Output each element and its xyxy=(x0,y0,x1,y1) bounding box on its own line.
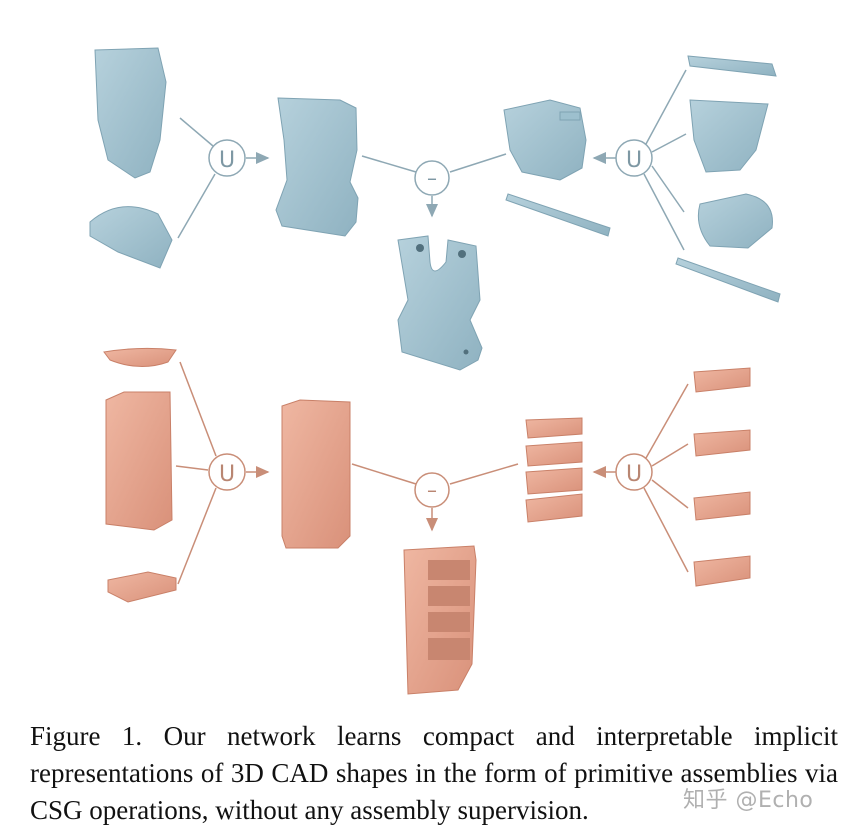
blue-final-shape xyxy=(397,235,483,371)
red-connector xyxy=(645,383,689,459)
figure-caption: Figure 1. Our network learns compact and… xyxy=(30,721,838,825)
blue-final-hole xyxy=(416,244,424,252)
blue-connector xyxy=(643,173,685,251)
red-connector xyxy=(175,465,209,471)
red-primitive-cap xyxy=(103,347,177,367)
blue-connector xyxy=(449,153,507,173)
blue-connector xyxy=(361,155,417,173)
union-symbol: U xyxy=(219,148,235,173)
blue-primitive-thin-bar xyxy=(687,55,777,77)
red-union-result-right xyxy=(525,417,583,523)
red-primitive-slab xyxy=(693,555,751,587)
red-connector xyxy=(179,361,217,457)
red-connector xyxy=(651,443,689,467)
red-final-bookshelf xyxy=(403,545,477,695)
red-primitive-tall-box xyxy=(105,391,173,531)
blue-union-node-right xyxy=(615,139,653,177)
blue-difference-node xyxy=(414,160,450,196)
red-primitive-base-slab xyxy=(107,571,177,603)
blue-primitive-rod-bottom xyxy=(675,257,781,303)
red-connector xyxy=(651,479,689,509)
blue-connector xyxy=(177,173,216,239)
blue-union-node-left xyxy=(208,139,246,177)
blue-connector xyxy=(651,133,687,153)
union-symbol: U xyxy=(626,462,642,487)
blue-primitive-wedge xyxy=(689,99,769,173)
watermark: 知乎 @Echo xyxy=(683,788,814,813)
red-union-result-left xyxy=(281,399,351,549)
blue-connector xyxy=(651,165,685,213)
union-symbol: U xyxy=(626,148,642,173)
red-primitive-slab xyxy=(693,429,751,457)
blue-primitive-tall-block xyxy=(94,47,167,179)
union-symbol: U xyxy=(219,462,235,487)
csg-figure: U – U xyxy=(89,47,781,695)
red-connector xyxy=(177,487,217,585)
red-primitive-slab xyxy=(693,367,751,393)
blue-peg xyxy=(559,111,581,121)
blue-final-hole xyxy=(463,349,469,355)
red-union-node-right xyxy=(615,453,653,491)
blue-primitive-cylinder xyxy=(697,193,773,249)
red-difference-node xyxy=(414,472,450,508)
blue-csg-tree: U – U xyxy=(89,47,781,371)
blue-union-result-left xyxy=(275,97,359,237)
blue-primitive-rod-middle xyxy=(505,193,611,237)
red-connector xyxy=(643,487,689,573)
blue-connector xyxy=(179,117,214,147)
red-connector xyxy=(449,463,519,485)
difference-symbol: – xyxy=(427,166,437,190)
red-csg-tree: U – U xyxy=(103,347,751,695)
blue-final-hole xyxy=(458,250,466,258)
blue-primitive-half-cylinder xyxy=(89,206,173,269)
red-primitive-slab xyxy=(693,491,751,521)
red-connector xyxy=(351,463,417,485)
difference-symbol: – xyxy=(427,478,437,502)
blue-connector xyxy=(645,69,687,145)
red-union-node-left xyxy=(208,453,246,491)
